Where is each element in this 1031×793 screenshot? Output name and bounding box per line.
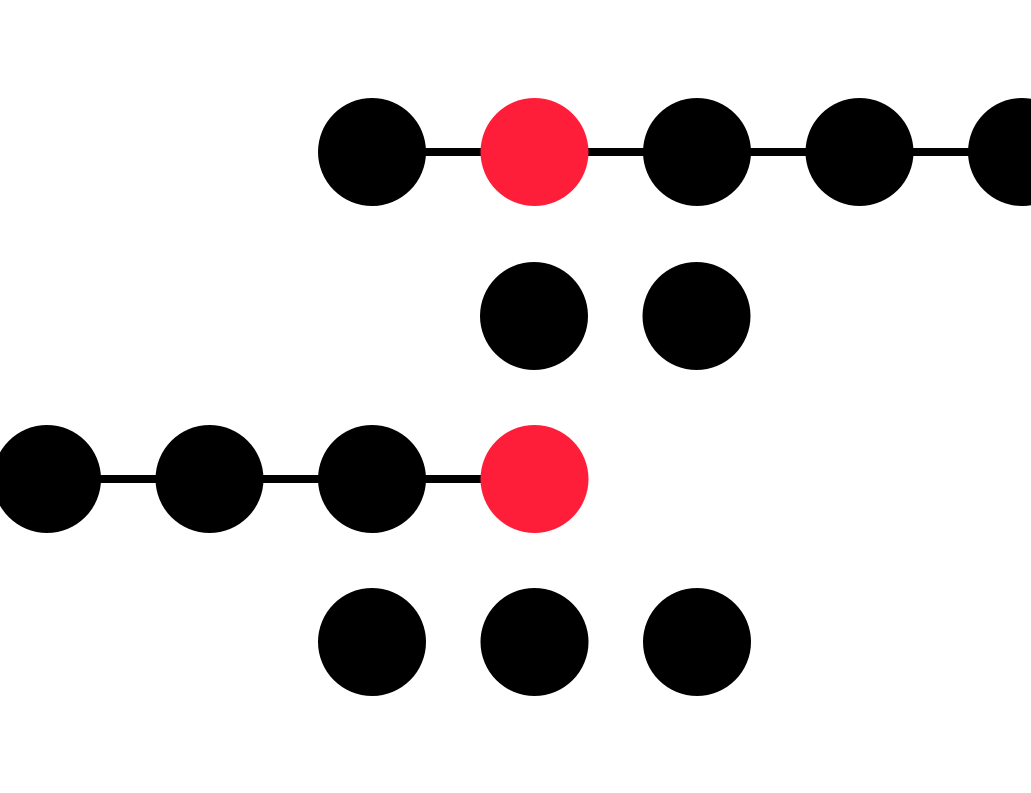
row-3-node-2	[155, 425, 264, 533]
row-3-node-3	[318, 425, 426, 533]
row-3	[0, 425, 589, 533]
row-2-node-1	[480, 262, 588, 370]
row-2-node-2	[642, 262, 751, 370]
row-2	[480, 262, 751, 370]
row-3-node-4-highlight	[480, 425, 589, 533]
row-3-node-1	[0, 425, 101, 533]
row-1-node-5	[968, 98, 1031, 206]
row-1	[318, 98, 1031, 206]
row-4	[318, 588, 751, 696]
row-1-node-4	[805, 98, 914, 206]
row-4-node-2	[480, 588, 589, 696]
row-4-node-3	[643, 588, 751, 696]
row-1-node-3	[643, 98, 751, 206]
row-4-node-1	[318, 588, 426, 696]
row-1-node-1	[318, 98, 426, 206]
row-1-node-2-highlight	[480, 98, 589, 206]
